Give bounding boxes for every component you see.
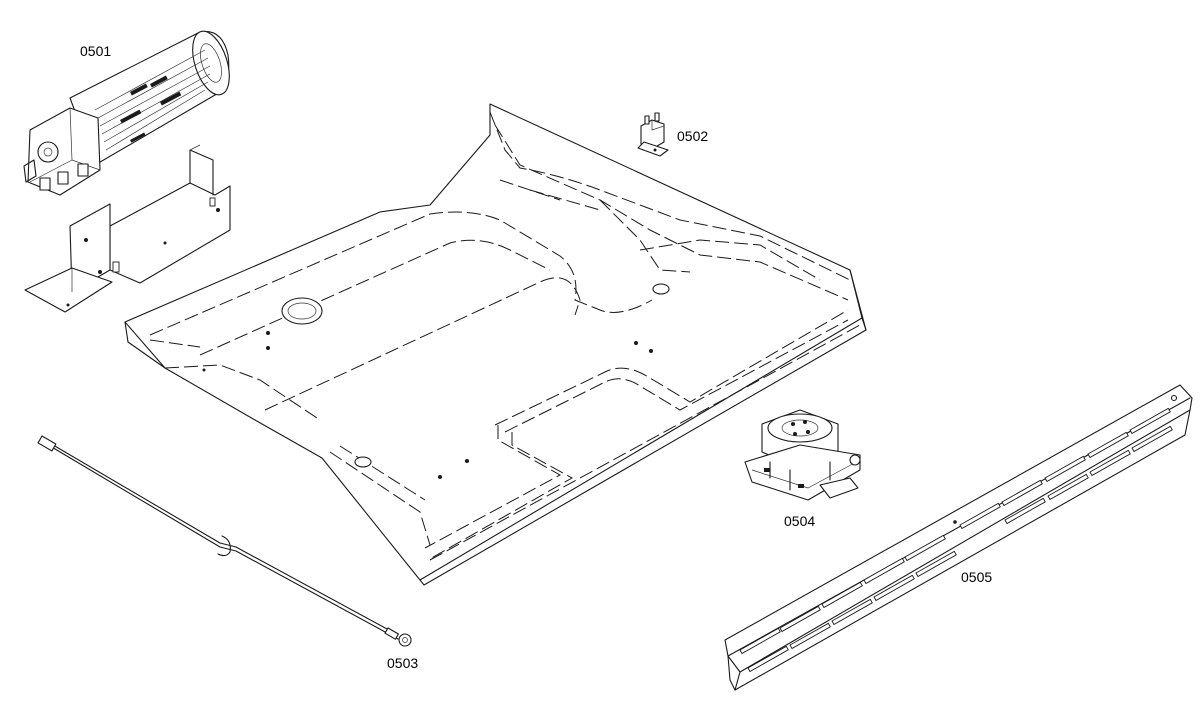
tangential-fan-motor-icon <box>23 30 231 313</box>
part-label-0504: 0504 <box>784 513 816 529</box>
part-label-0502: 0502 <box>677 128 709 144</box>
temperature-sensor-cable-icon <box>37 435 412 647</box>
vented-rail-icon <box>724 384 1193 691</box>
part-label-0503: 0503 <box>387 655 419 671</box>
part-label-0501: 0501 <box>80 43 112 59</box>
door-lock-icon <box>744 409 861 501</box>
thermostat-switch-icon <box>637 112 669 157</box>
part-label-0505: 0505 <box>961 569 993 585</box>
cavity-base-panel <box>124 103 867 586</box>
